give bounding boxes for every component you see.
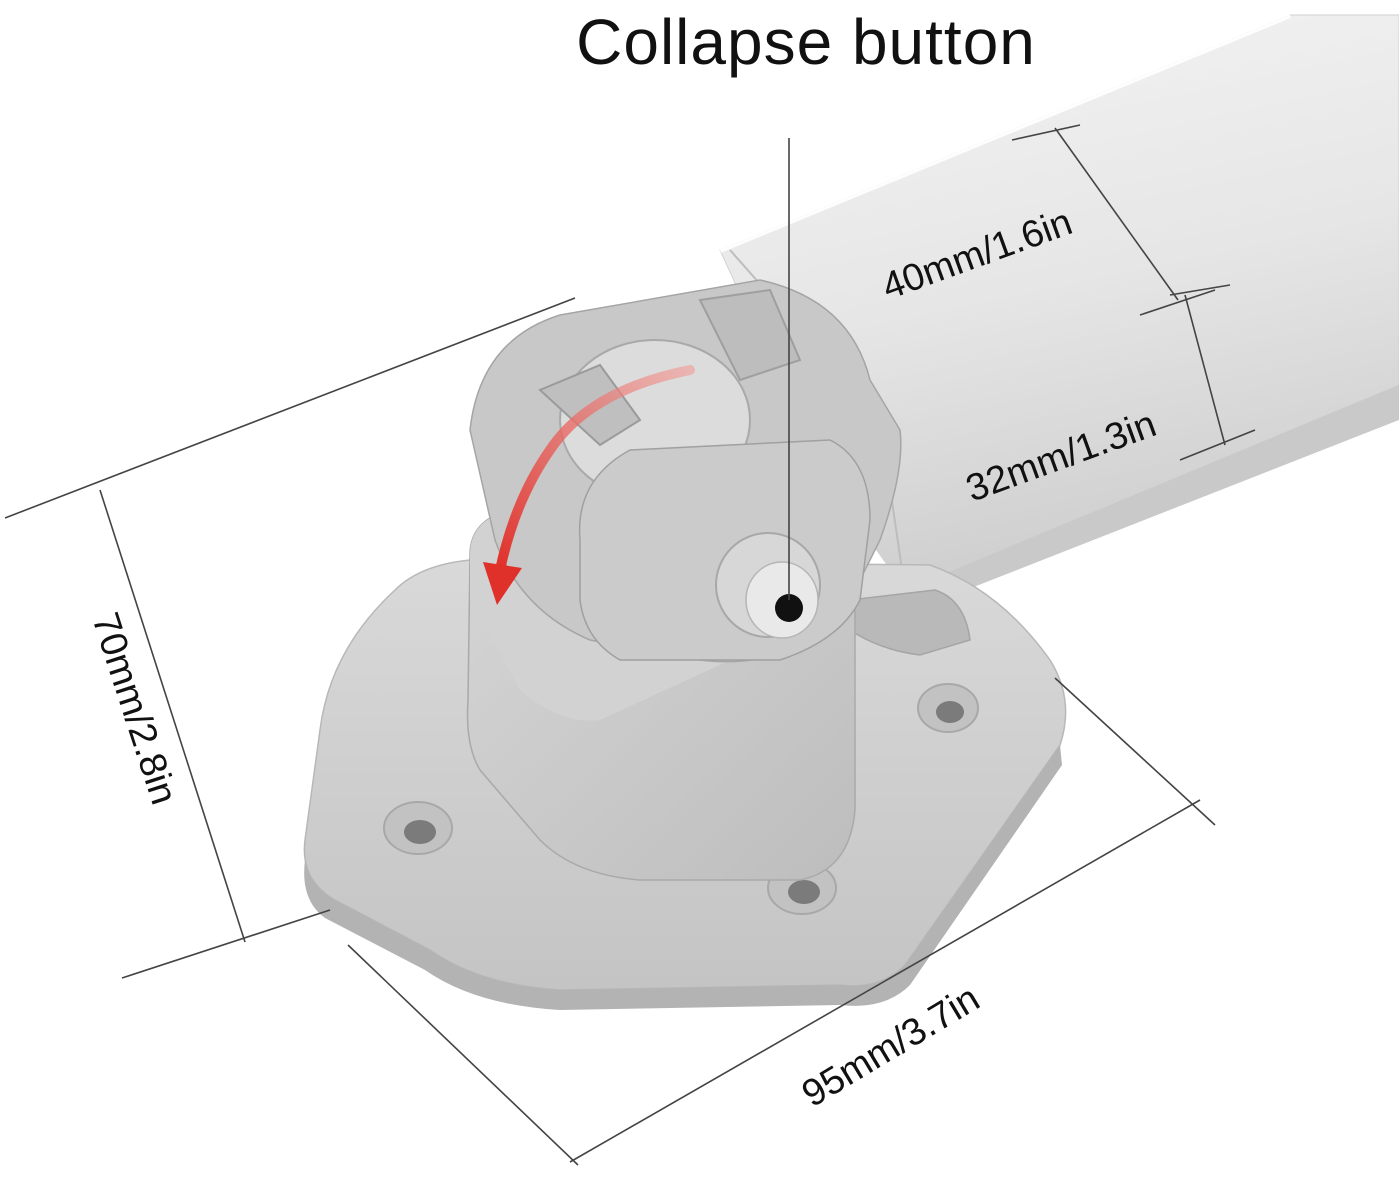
collapse-button-marker — [775, 594, 803, 622]
collapse-button — [715, 532, 821, 639]
screw-hole-right — [917, 683, 979, 733]
screw-hole-left — [383, 801, 453, 855]
diagram-title: Collapse button — [576, 6, 1036, 78]
rotation-arrow — [495, 365, 695, 575]
rotation-arrow-head — [483, 562, 522, 605]
